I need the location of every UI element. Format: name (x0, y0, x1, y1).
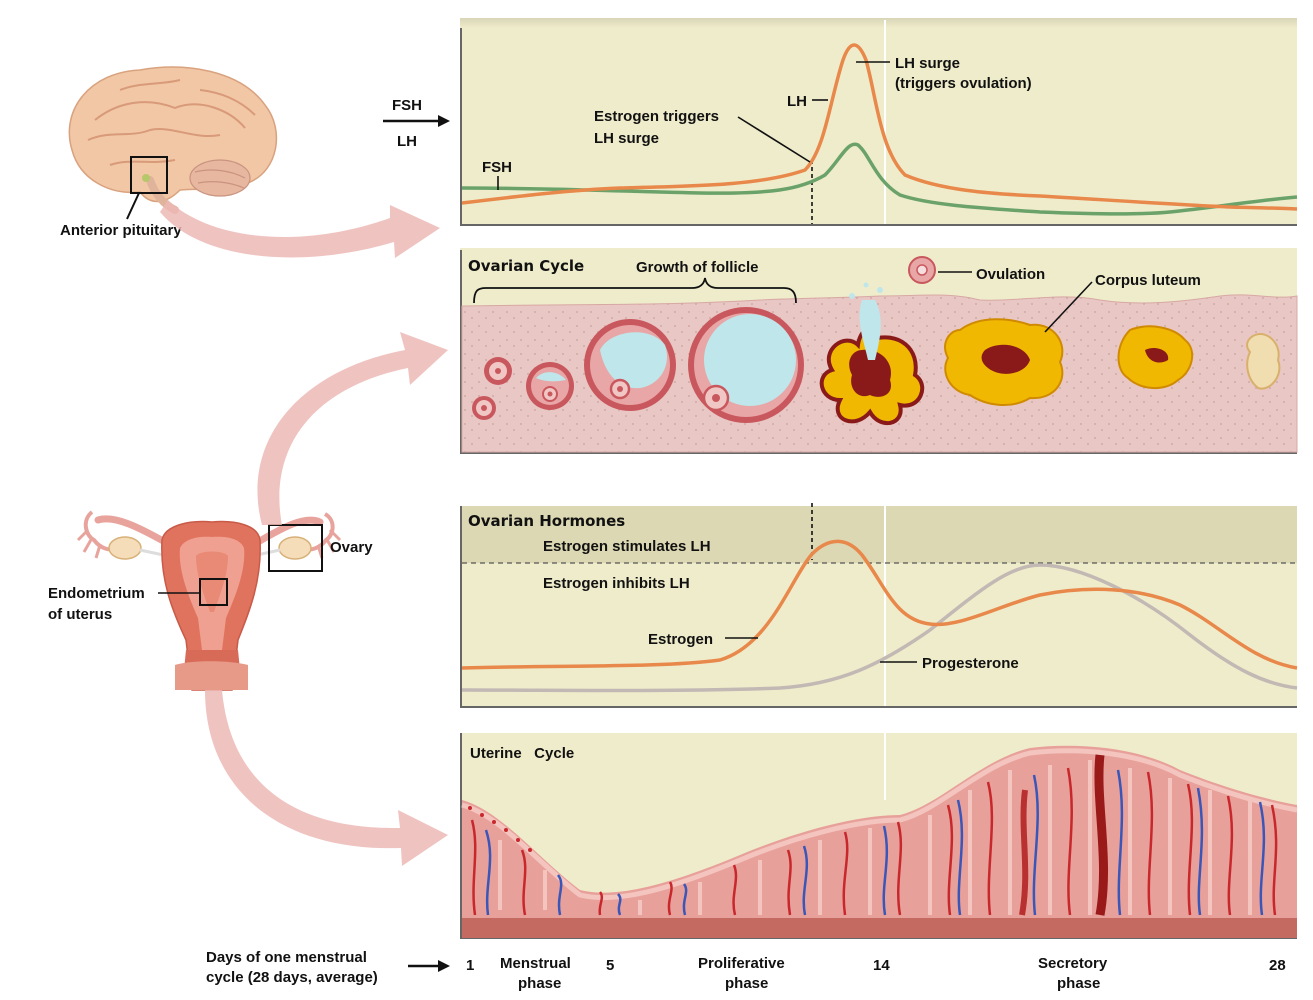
endometrium-label-line1: Endometrium (48, 585, 145, 602)
ruptured-follicle (819, 282, 925, 426)
ovarian-cycle-title: Ovarian Cycle (468, 257, 584, 275)
endometrium-label-line2: of uterus (48, 606, 112, 623)
pituitary-highlight-box (130, 156, 168, 194)
menstrual-phase-line2: phase (518, 975, 561, 992)
ovulation-label: Ovulation (976, 266, 1045, 283)
progesterone-curve (461, 563, 1298, 693)
estrogen-triggers-leader (737, 116, 811, 163)
anterior-pituitary-leader (126, 192, 140, 220)
corpus-luteum-leader (1044, 281, 1093, 333)
corpus-luteum-medium (1117, 325, 1194, 389)
anterior-pituitary-label: Anterior pituitary (60, 222, 182, 239)
proliferative-phase-line1: Proliferative (698, 955, 785, 972)
ovary-highlight-box (268, 524, 323, 572)
secretory-phase-line2: phase (1057, 975, 1100, 992)
uterine-cycle-title: Uterine Cycle (470, 745, 574, 762)
estrogen-stimulates-zone (460, 506, 1297, 563)
lh-surge-label-line1: LH surge (895, 55, 960, 72)
fsh-curve-label: FSH (482, 159, 512, 176)
fsh-curve (461, 142, 1298, 216)
ovary-label: Ovary (330, 539, 373, 556)
lh-arrow-label: LH (397, 133, 417, 150)
proliferative-phase-line2: phase (725, 975, 768, 992)
estrogen-inhibits-label: Estrogen inhibits LH (543, 575, 690, 592)
menstrual-fragments (468, 806, 532, 852)
primary-follicle (526, 362, 574, 410)
corpus-luteum-large (944, 318, 1064, 406)
follicle-growth-bracket (473, 277, 797, 304)
ovarian-hormones-title: Ovarian Hormones (468, 512, 625, 530)
pituitary-to-hormones-arrow (160, 200, 440, 258)
secondary-follicle (584, 319, 676, 411)
days-label-line2: cycle (28 days, average) (206, 969, 378, 986)
corpus-albicans (1246, 333, 1281, 390)
estrogen-curve (461, 539, 1298, 670)
lh-curve (461, 43, 1298, 211)
ovarian-cycle-panel: Ovulation Corpus luteum Ovarian Cycle Gr… (460, 248, 1298, 454)
secretory-phase-line1: Secretory (1038, 955, 1108, 972)
estrogen-triggers-label-line1: Estrogen triggers (594, 108, 719, 125)
uterus-to-uterine-arrow (205, 690, 448, 866)
ovary-to-cycle-arrow (257, 332, 448, 525)
progesterone-curve-label: Progesterone (922, 655, 1019, 672)
lh-surge-label-line2: (triggers ovulation) (895, 75, 1032, 92)
mature-follicle (688, 307, 804, 423)
timeline-arrowhead (438, 960, 450, 972)
ovulated-egg (908, 256, 936, 284)
brain-illustration (68, 66, 278, 214)
timeline: Days of one menstrual cycle (28 days, av… (206, 949, 1286, 992)
uterine-cycle-panel: Uterine Cycle (460, 733, 1298, 939)
day-5-label: 5 (606, 957, 614, 974)
ovarian-hormones-panel: Ovarian Hormones Estrogen stimulates LH … (460, 503, 1298, 708)
primordial-follicles (472, 357, 512, 420)
growth-of-follicle-label: Growth of follicle (636, 259, 759, 276)
day-1-label: 1 (466, 957, 474, 974)
pituitary-gland (142, 174, 150, 182)
fsh-arrow-label: FSH (392, 97, 422, 114)
day-28-label: 28 (1269, 957, 1286, 974)
gonadotropin-panel: FSH Estrogen triggers LH surge LH LH sur… (460, 18, 1298, 226)
day-14-label: 14 (873, 957, 890, 974)
estrogen-curve-label: Estrogen (648, 631, 713, 648)
lh-curve-label: LH (787, 93, 807, 110)
estrogen-triggers-label-line2: LH surge (594, 130, 659, 147)
endometrium-highlight-box (199, 578, 228, 606)
central-gland (1094, 754, 1108, 916)
estrogen-stimulates-label: Estrogen stimulates LH (543, 538, 711, 555)
days-label-line1: Days of one menstrual (206, 949, 367, 966)
menstrual-phase-line1: Menstrual (500, 955, 571, 972)
fsh-lh-arrowhead (438, 115, 450, 127)
corpus-luteum-label: Corpus luteum (1095, 272, 1201, 289)
